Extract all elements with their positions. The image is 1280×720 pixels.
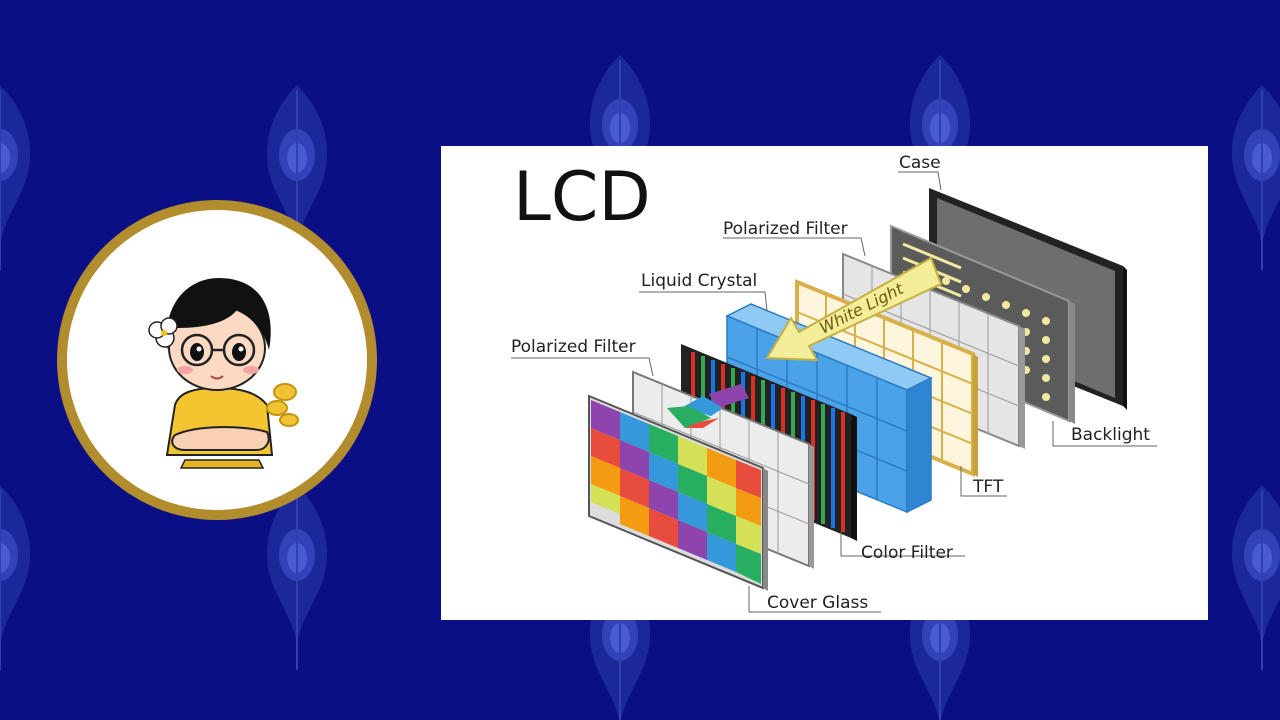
feather-icon bbox=[1230, 484, 1280, 671]
feather-icon bbox=[0, 484, 32, 671]
cartoon-girl-avatar-icon bbox=[148, 278, 299, 469]
lcd-diagram-panel: White Light LCD Case Polarized Filter Li… bbox=[441, 146, 1208, 620]
avatar bbox=[67, 210, 367, 510]
diagram-title: LCD bbox=[513, 158, 651, 237]
cover-glass-label: Cover Glass bbox=[767, 593, 868, 613]
tft-label: TFT bbox=[972, 477, 1004, 497]
polarized-filter-front-label: Polarized Filter bbox=[511, 337, 636, 357]
feather-icon bbox=[265, 484, 329, 671]
backlight-label: Backlight bbox=[1071, 425, 1150, 445]
liquid-crystal-label: Liquid Crystal bbox=[641, 271, 757, 291]
feather-icon bbox=[1230, 84, 1280, 271]
cover-glass-layer bbox=[588, 394, 768, 591]
feather-icon bbox=[0, 84, 32, 271]
label-leader-lines bbox=[511, 171, 1157, 613]
lcd-layers-diagram: White Light LCD Case Polarized Filter Li… bbox=[511, 153, 1157, 613]
color-filter-label: Color Filter bbox=[861, 543, 953, 563]
avatar-frame bbox=[57, 200, 377, 520]
rainbow-light-arrow bbox=[667, 384, 749, 428]
case-label: Case bbox=[899, 153, 941, 173]
polarized-filter-back-label: Polarized Filter bbox=[723, 219, 848, 239]
